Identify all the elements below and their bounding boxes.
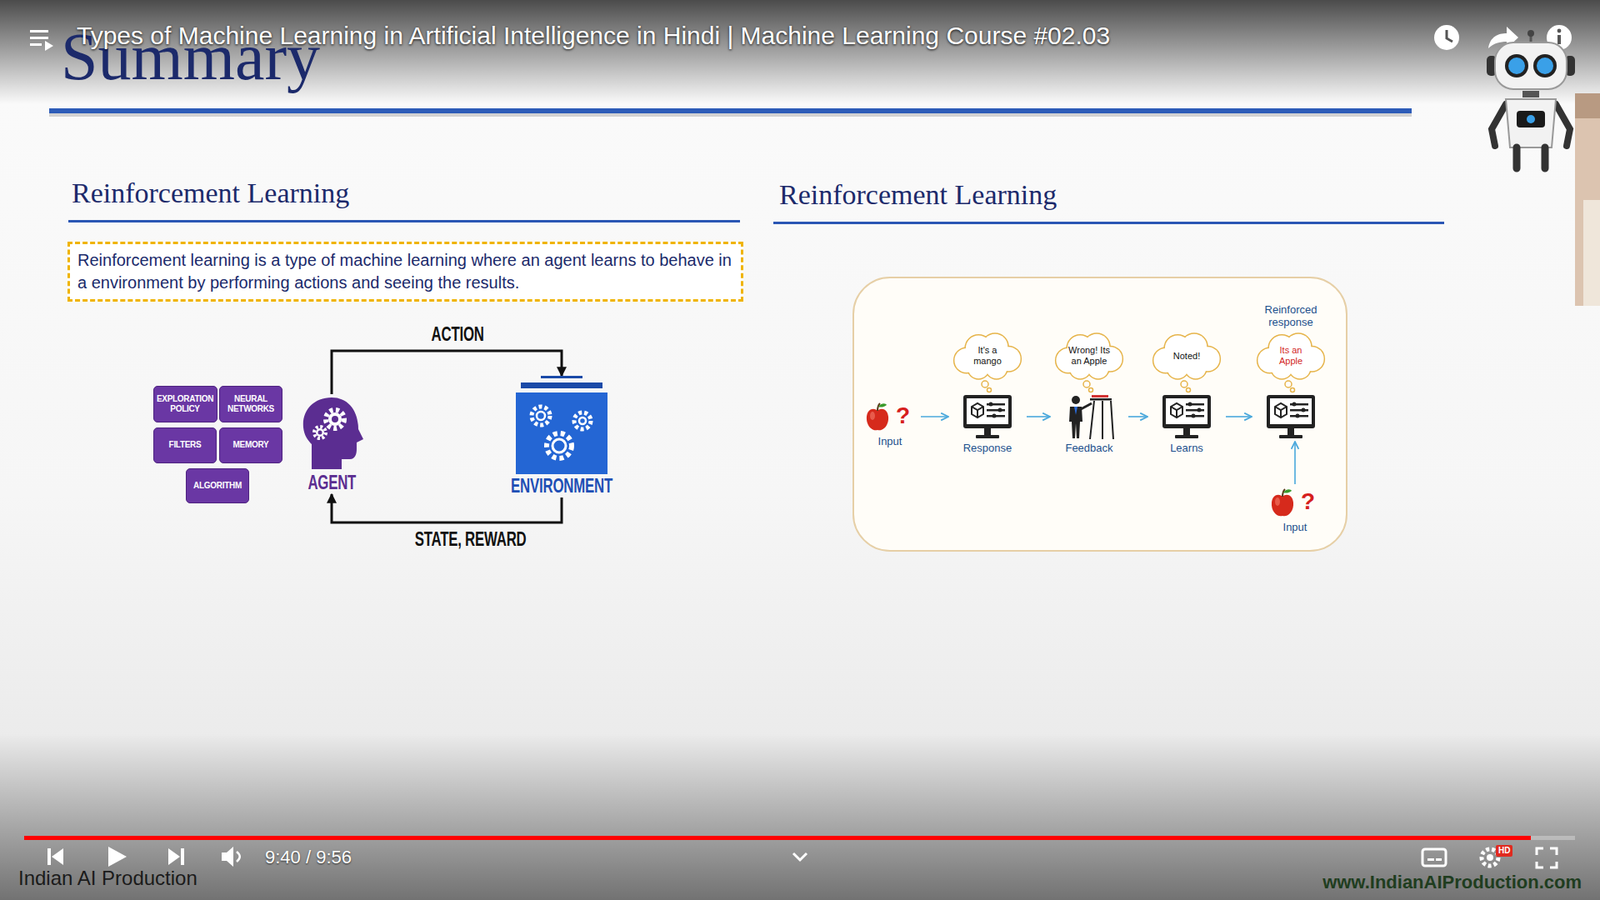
component-label: ALGORITHM xyxy=(193,480,242,491)
flow-panel xyxy=(853,277,1347,551)
top-shade xyxy=(0,0,1600,105)
website-watermark: www.IndianAIProduction.com xyxy=(1322,871,1582,894)
flow-arrow xyxy=(1294,441,1296,485)
node-caption: ENVIRONMENT xyxy=(510,474,613,498)
player-controls xyxy=(47,846,1557,868)
computer-icon xyxy=(960,393,1015,440)
component-box: MEMORY xyxy=(219,427,283,464)
computer-icon xyxy=(1264,393,1318,440)
loop-arrow xyxy=(331,494,562,523)
cloud-text: It's a mango xyxy=(964,345,1011,367)
question-mark: ? xyxy=(1300,489,1315,515)
title-rule xyxy=(49,108,1412,114)
component-label: FILTERS xyxy=(169,440,202,450)
question-mark: ? xyxy=(895,403,910,429)
hd-badge: HD xyxy=(1495,845,1513,857)
computer-icon xyxy=(1160,393,1214,440)
bottom-shade xyxy=(0,733,1600,900)
thought-cloud: Its an Apple xyxy=(1253,331,1329,380)
environment-icon xyxy=(515,375,608,475)
section-heading: Reinforcement Learning xyxy=(71,176,350,210)
step-heading: Reinforced response xyxy=(1253,303,1329,329)
video-title: Types of Machine Learning in Artificial … xyxy=(76,21,1110,50)
cloud-text: Its an Apple xyxy=(1267,345,1315,367)
apple-icon xyxy=(1265,485,1325,520)
agent-head-icon xyxy=(296,394,367,471)
edge-label: ACTION xyxy=(431,322,485,346)
heading-underline xyxy=(68,220,740,223)
apple-icon xyxy=(860,400,920,434)
node-caption: AGENT xyxy=(307,470,356,495)
thought-cloud: It's a mango xyxy=(950,331,1025,380)
section-heading: Reinforcement Learning xyxy=(779,178,1057,212)
thought-cloud: Noted! xyxy=(1149,331,1225,380)
step-label: Input xyxy=(1283,520,1308,535)
flow-arrow xyxy=(1026,415,1050,418)
flow-arrow xyxy=(920,415,949,418)
title-rule-shadow xyxy=(49,113,1412,117)
flow-step: Input xyxy=(860,400,920,449)
component-box: ALGORITHM xyxy=(185,468,250,504)
flow-step: Wrong! Its an AppleFeedback xyxy=(1051,331,1127,455)
flow-step: It's a mangoResponse xyxy=(950,331,1025,455)
definition-box: Reinforcement learning is a type of mach… xyxy=(67,241,744,302)
definition-text: Reinforcement learning is a type of mach… xyxy=(77,249,734,295)
step-label: Input xyxy=(878,435,903,449)
flow-step: Noted! Learns xyxy=(1149,331,1225,455)
thought-bubbles xyxy=(950,380,1025,394)
flow-step: Reinforced responseIts an Apple xyxy=(1253,303,1329,440)
step-label: Feedback xyxy=(1065,441,1113,455)
thought-bubbles xyxy=(1253,380,1329,394)
video-time: 9:40 / 9:56 xyxy=(265,846,352,869)
cloud-text: Wrong! Its an Apple xyxy=(1065,345,1113,367)
step-label: Response xyxy=(963,441,1013,455)
progress-bar xyxy=(24,835,1575,840)
component-box: NEURAL NETWORKS xyxy=(219,385,283,423)
cloud-text: Noted! xyxy=(1173,350,1200,362)
thought-bubbles xyxy=(1051,380,1127,394)
environment-node: ENVIRONMENT xyxy=(489,375,635,498)
flow-arrow xyxy=(1128,415,1148,418)
robot-mascot xyxy=(1486,30,1575,169)
component-label: MEMORY xyxy=(233,440,270,450)
heading-underline xyxy=(773,221,1445,225)
agent-node: AGENT xyxy=(296,394,367,495)
teacher-icon xyxy=(1064,393,1115,440)
component-label: EXPLORATION POLICY xyxy=(156,394,215,415)
component-box: EXPLORATION POLICY xyxy=(153,385,218,423)
component-label: NEURAL NETWORKS xyxy=(222,394,280,415)
watch-later-icon xyxy=(1434,25,1460,50)
thought-cloud: Wrong! Its an Apple xyxy=(1051,331,1127,380)
menu-icon xyxy=(30,30,54,51)
flow-arrow xyxy=(1225,415,1252,418)
component-box: FILTERS xyxy=(153,427,217,464)
edge-label: STATE, REWARD xyxy=(415,527,527,551)
flow-step: Input xyxy=(1265,485,1325,535)
thought-bubbles xyxy=(1149,380,1225,394)
step-label: Learns xyxy=(1170,441,1204,455)
channel-name: Indian AI Production xyxy=(18,866,198,890)
presenter-strip xyxy=(1575,93,1600,306)
